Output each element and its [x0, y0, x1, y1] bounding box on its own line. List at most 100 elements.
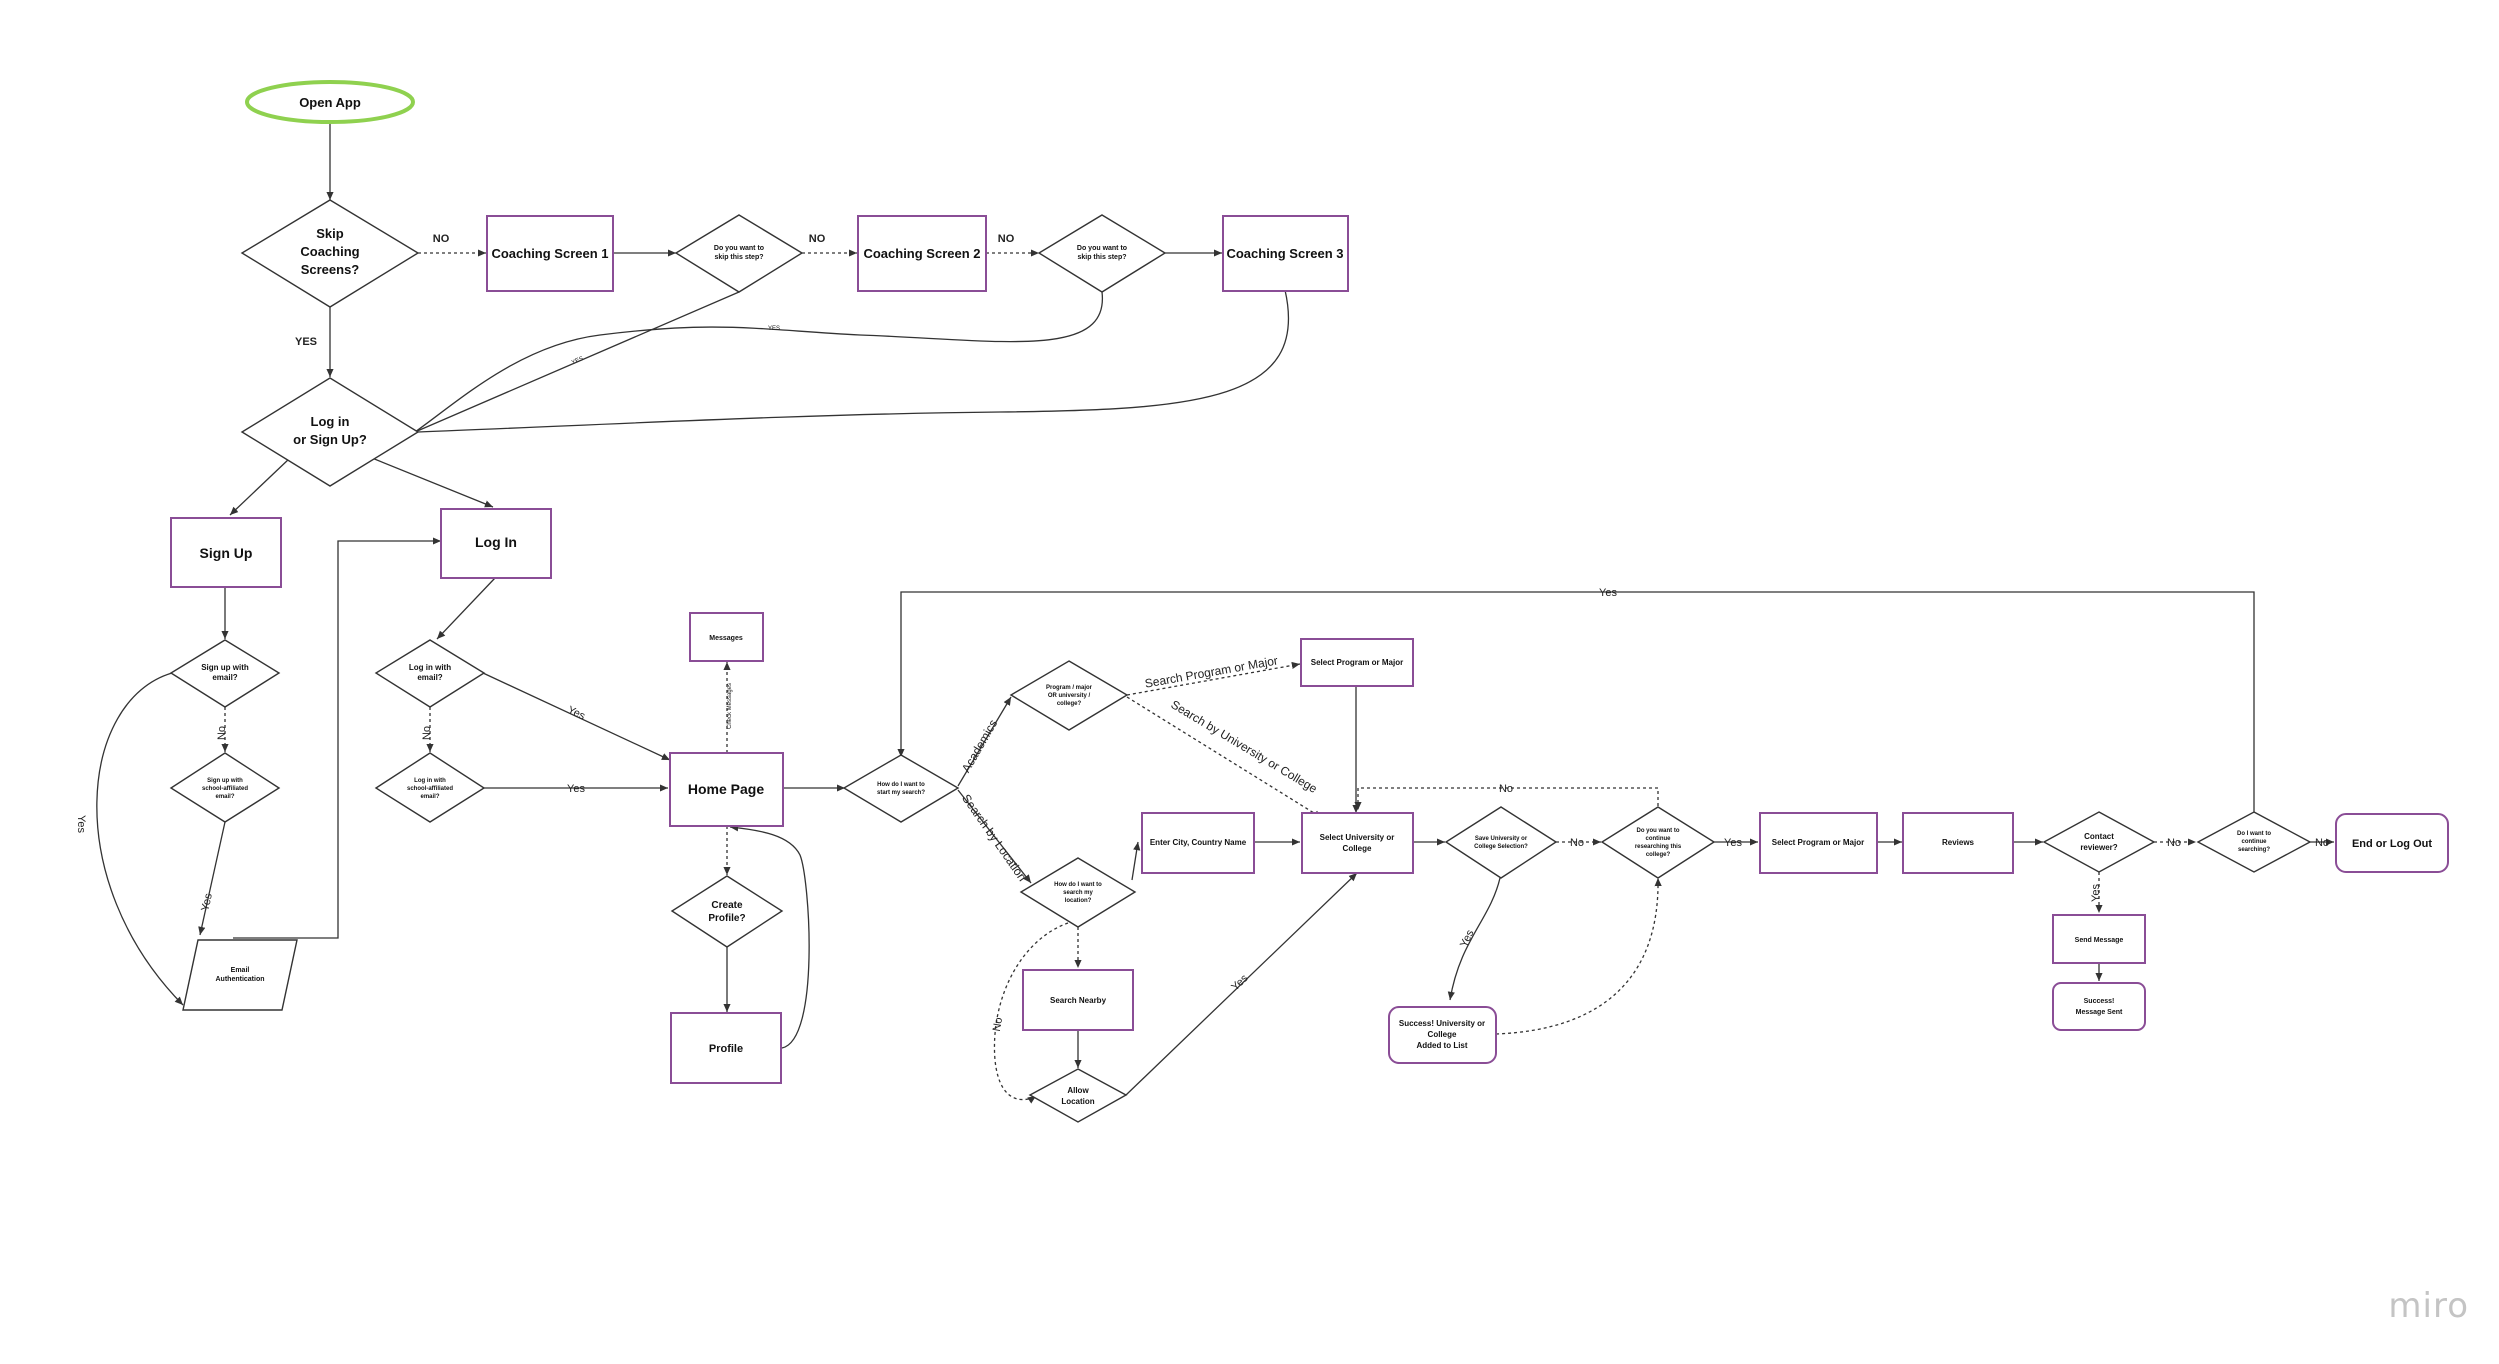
node-sign-up[interactable]: Sign Up	[170, 517, 282, 588]
node-program-or-university-line: Program / major	[1046, 685, 1093, 691]
node-email-authentication[interactable]: Email Authentication	[182, 939, 298, 1011]
node-search-location-line: How do I want to	[1054, 882, 1102, 888]
node-program-or-university[interactable]: Program / major OR university / college?	[1009, 660, 1129, 731]
node-create-profile-line: Create	[711, 900, 743, 911]
node-reviews[interactable]: Reviews	[1902, 812, 2014, 874]
label-search-location: Search by Location	[959, 792, 1029, 884]
svg-text:Coaching Screen 2: Coaching Screen 2	[863, 246, 980, 261]
node-start-search[interactable]: How do I want to start my search?	[842, 754, 960, 823]
node-skip-coaching[interactable]: Skip Coaching Screens?	[240, 199, 420, 308]
label-no-q2: NO	[998, 233, 1015, 245]
node-login-email-line: email?	[417, 673, 442, 682]
node-save-selection[interactable]: Save University or College Selection?	[1444, 806, 1558, 879]
node-coaching-3[interactable]: Coaching Screen 3	[1222, 215, 1349, 292]
svg-text:Search Nearby: Search Nearby	[1050, 996, 1107, 1005]
node-log-in[interactable]: Log In	[440, 508, 552, 579]
node-open-app[interactable]: Open App	[245, 80, 415, 124]
edge-labels: NO NO NO YES YES YES No Yes Yes No Yes Y…	[75, 233, 2329, 1032]
node-coaching-2[interactable]: Coaching Screen 2	[857, 215, 987, 292]
svg-text:Enter City, Country Name: Enter City, Country Name	[1150, 838, 1247, 847]
node-signup-school[interactable]: Sign up with school-affiliated email?	[169, 752, 281, 823]
edge-loc-to-city	[1131, 841, 1141, 881]
node-success-sent[interactable]: Success! Message Sent	[2052, 982, 2146, 1031]
node-success-added-line: Success! University or	[1399, 1019, 1485, 1028]
node-search-nearby[interactable]: Search Nearby	[1022, 969, 1134, 1031]
node-continue-researching-line: researching this	[1635, 844, 1682, 850]
node-success-added[interactable]: Success! University or College Added to …	[1388, 1006, 1497, 1064]
label-allow-yes: Yes	[1229, 972, 1251, 993]
edge-loc-no	[993, 922, 1069, 1104]
label-save-yes: Yes	[1458, 928, 1477, 950]
node-select-university-line: Select University or	[1320, 833, 1395, 842]
node-success-added-line: College	[1428, 1030, 1457, 1039]
node-program-or-university-line: college?	[1057, 701, 1082, 707]
node-continue-researching[interactable]: Do you want to continue researching this…	[1600, 806, 1716, 879]
node-allow-location[interactable]: Allow Location	[1028, 1068, 1128, 1123]
node-search-location[interactable]: How do I want to search my location?	[1019, 857, 1137, 928]
node-success-sent-line: Message Sent	[2076, 1009, 2123, 1016]
edge-search-uni	[1126, 696, 1323, 819]
node-continue-researching-line: continue	[1646, 836, 1672, 842]
node-allow-location-line: Allow	[1067, 1086, 1089, 1095]
edge-su-email-yes	[96, 672, 184, 1006]
node-skip-step-1-line: Do you want to	[714, 245, 764, 252]
edge-continue-no	[1354, 787, 1659, 810]
node-contact-reviewer[interactable]: Contact reviewer?	[2042, 811, 2156, 873]
svg-text:Profile: Profile	[709, 1043, 743, 1055]
node-login-school[interactable]: Log in with school-affiliated email?	[374, 752, 486, 823]
node-end-logout[interactable]: End or Log Out	[2335, 813, 2449, 873]
node-messages[interactable]: Messages	[689, 612, 764, 662]
node-profile[interactable]: Profile	[670, 1012, 782, 1084]
node-continue-researching-line: college?	[1646, 852, 1671, 858]
label-yes-q2: YES	[768, 326, 780, 332]
svg-text:Log In: Log In	[475, 534, 517, 550]
svg-text:Coaching Screen 1: Coaching Screen 1	[491, 246, 608, 261]
edge-q1-yes	[414, 291, 740, 433]
node-create-profile-line: Profile?	[708, 913, 745, 924]
label-yes-q1: YES	[571, 356, 584, 366]
label-contact-yes: Yes	[2090, 884, 2102, 902]
node-skip-coaching-line: Skip	[316, 226, 344, 241]
node-select-university[interactable]: Select University or College	[1301, 812, 1414, 874]
node-signup-email-line: Sign up with	[201, 663, 249, 672]
node-create-profile[interactable]: Create Profile?	[670, 875, 784, 948]
label-su-yes-curve: Yes	[75, 815, 87, 833]
edge-searching-yes	[897, 591, 2255, 812]
node-skip-coaching-line: Coaching	[300, 244, 359, 259]
node-skip-step-2[interactable]: Do you want to skip this step?	[1037, 214, 1167, 293]
node-success-added-line: Added to List	[1416, 1041, 1467, 1050]
label-search-no: No	[2315, 837, 2329, 849]
node-continue-searching-line: continue	[2242, 839, 2268, 845]
svg-text:Coaching Screen 3: Coaching Screen 3	[1226, 246, 1343, 261]
node-signup-school-line: school-affiliated	[202, 786, 248, 792]
node-home-page[interactable]: Home Page	[669, 752, 784, 827]
node-email-authentication-line: Authentication	[216, 976, 265, 983]
node-skip-step-2-line: Do you want to	[1077, 245, 1127, 252]
label-li-yes-school: Yes	[567, 783, 585, 795]
node-coaching-1[interactable]: Coaching Screen 1	[486, 215, 614, 292]
label-cont-no: No	[1499, 783, 1513, 795]
edge-allow-yes	[1125, 872, 1358, 1096]
node-continue-searching[interactable]: Do I want to continue searching?	[2196, 811, 2312, 873]
node-skip-step-1[interactable]: Do you want to skip this step?	[674, 214, 804, 293]
node-continue-searching-line: Do I want to	[2237, 831, 2271, 837]
node-select-program-right[interactable]: Select Program or Major	[1759, 812, 1878, 874]
edge-academics	[957, 696, 1012, 787]
node-login-signup[interactable]: Log in or Sign Up?	[240, 377, 420, 487]
node-continue-researching-line: Do you want to	[1637, 828, 1680, 834]
label-loc-no: No	[991, 1017, 1005, 1033]
node-enter-city[interactable]: Enter City, Country Name	[1141, 812, 1255, 874]
node-login-school-line: email?	[420, 794, 439, 800]
edge-search-program	[1126, 661, 1301, 696]
node-select-program-top[interactable]: Select Program or Major	[1300, 638, 1414, 687]
node-send-message[interactable]: Send Message	[2052, 914, 2146, 964]
label-search-university: Search by University or College	[1168, 697, 1320, 796]
label-contact-no: No	[2167, 837, 2181, 849]
node-start-search-line: How do I want to	[877, 782, 925, 788]
node-login-email[interactable]: Log in with email?	[374, 639, 486, 708]
svg-text:Messages: Messages	[709, 635, 743, 642]
node-skip-step-2-line: skip this step?	[1077, 254, 1126, 261]
edge-c3-to-login	[417, 289, 1290, 433]
node-signup-email[interactable]: Sign up with email?	[169, 639, 281, 708]
